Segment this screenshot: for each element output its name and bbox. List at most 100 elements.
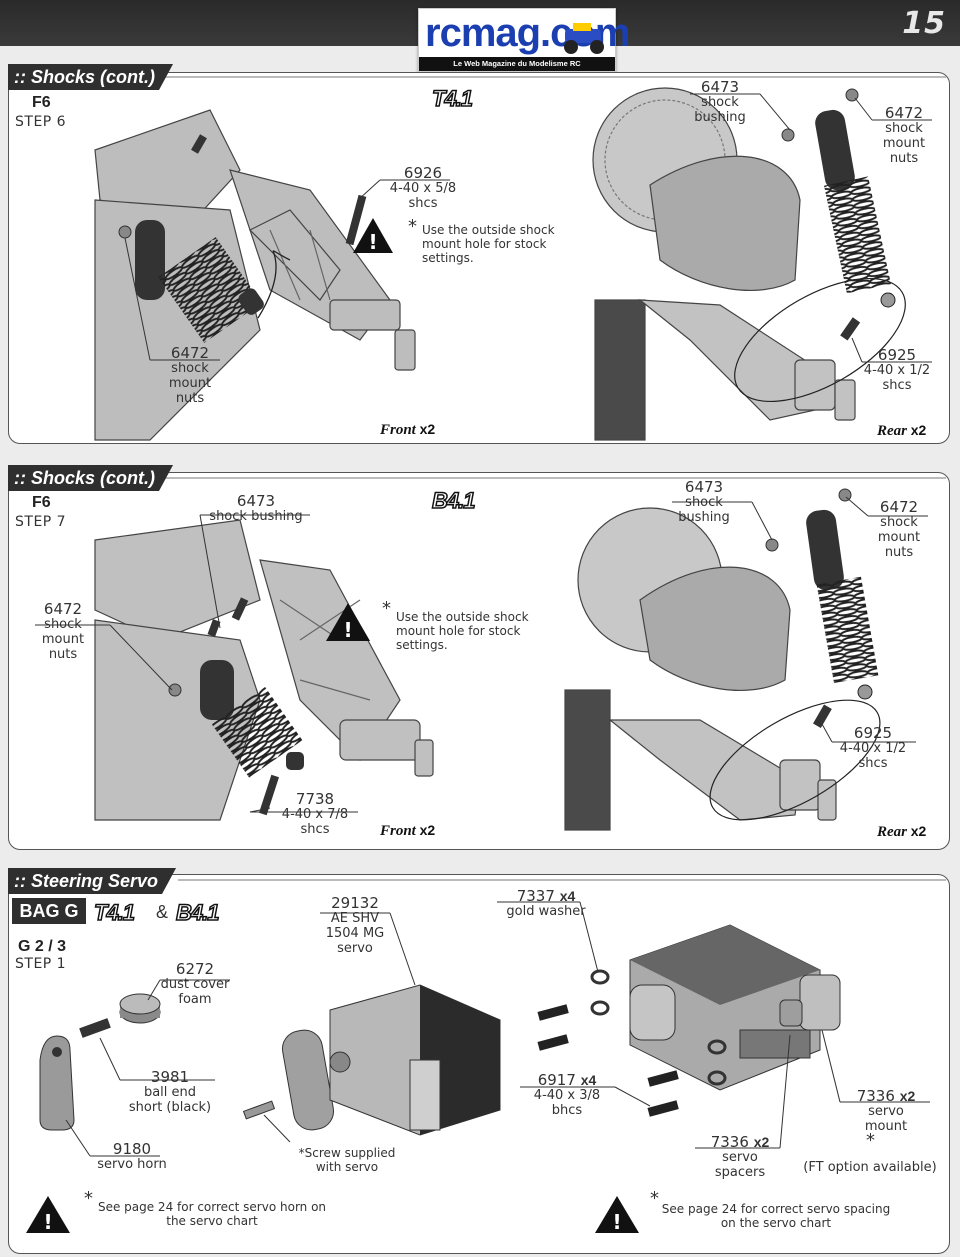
part-callout: 6473 shock bushing [200,492,312,525]
part-callout: 7336 x2 servo mount [836,1088,936,1134]
part-desc: 4-40 x 3/8 [533,1088,601,1103]
part-callout: 6472 shock mount nuts [140,344,240,407]
section-title: :: Shocks (cont.) [8,465,173,491]
asterisk: * [866,1130,875,1151]
part-callout: 7738 4-40 x 7/8 shcs [270,792,360,838]
part-callout: 6473 shock bushing [664,478,744,526]
warning-icon: ! [353,218,393,254]
part-desc: shcs [858,756,888,771]
part-desc: 4-40 x 1/2 [839,741,907,756]
part-number-with-qty: 7337 x4 [490,888,602,904]
part-desc: mount [864,1119,908,1134]
part-number-with-qty: 7336 x2 [690,1134,790,1150]
part-desc: shcs [882,378,912,393]
setup-note: Use the outside shock mount hole for sto… [422,223,555,265]
step-label: STEP 6 [15,114,67,130]
part-number: 6472 [170,344,210,362]
svg-text:!: ! [368,230,377,254]
part-desc: nuts [884,545,914,560]
part-number: 6917 [537,1071,576,1089]
part-number: 6473 [700,78,740,96]
part-callout: 6472 shock mount nuts [28,600,98,663]
part-number: 9180 [112,1140,152,1158]
servo-illustration [242,984,501,1136]
part-desc: mount [882,136,926,151]
rear-qty: Rear x2 [877,422,926,440]
servo-horn-illustration [39,1018,111,1131]
part-desc: nuts [889,151,919,166]
part-callout: 6926 4-40 x 5/8 shcs [378,166,468,212]
qty: x4 [559,888,576,904]
qty: x2 [910,823,927,839]
svg-text:!: ! [612,1210,621,1234]
part-number: 3981 [150,1068,190,1086]
part-number-with-qty: 6917 x4 [512,1072,622,1088]
part-desc: spacers [714,1165,766,1180]
part-number: 6925 [853,724,893,742]
part-desc: mount [877,530,921,545]
part-desc: shcs [408,196,438,211]
part-desc: shock [171,361,209,376]
front-shock-illustration [118,134,367,343]
part-number: 6472 [884,104,924,122]
part-callout: 6272 dust cover foam [150,962,240,1008]
model-badge: T4.1 [431,85,474,112]
section-title: :: Shocks (cont.) [8,64,173,90]
part-number: 6472 [43,600,83,618]
part-desc: 4-40 x 7/8 [281,807,349,822]
front-shock-illustration-b41 [168,597,304,816]
rear-qty: Rear x2 [877,823,926,841]
part-desc: shcs [300,822,330,837]
screws-and-washers-illustration [537,969,727,1117]
part-desc: bushing [678,510,730,525]
ampersand: & [156,902,169,922]
part-desc: nuts [48,647,78,662]
ft-note: (FT option available) [803,1160,937,1175]
rc-car-icon [564,23,604,54]
part-callout: 7336 x2 servo spacers [690,1134,790,1180]
svg-text:!: ! [343,618,352,642]
logo-tagline: Le Web Magazine du Modelisme RC [419,57,615,71]
part-number: 6473 [684,478,724,496]
part-desc: shock [885,121,923,136]
step-label: STEP 7 [15,514,67,530]
rear-suspension-illustration [592,87,856,441]
part-number: 29132 [331,894,379,912]
part-desc: servo horn [97,1157,167,1172]
part-callout: 3981 ball end short (black) [120,1068,220,1116]
step-code: G 2 / 3 [18,938,67,955]
part-callout: 6917 x4 4-40 x 3/8 bhcs [512,1072,622,1118]
front-qty: Front x2 [380,421,435,439]
screw-note: *Screw supplied with servo [298,1146,396,1174]
servo-mount-illustration [629,924,841,1091]
part-desc: foam [178,992,212,1007]
part-number-with-qty: 7336 x2 [836,1088,936,1104]
part-desc: mount [41,632,85,647]
asterisk: * [408,218,417,236]
part-desc: servo [722,1150,758,1165]
qty: x2 [899,1088,916,1104]
part-desc: shock [880,515,918,530]
part-number: 6473 [236,492,276,510]
part-desc: bhcs [551,1103,583,1118]
step-code: F6 [32,94,51,111]
qty: x4 [580,1072,597,1088]
qty: x2 [910,422,927,438]
part-desc: nuts [175,391,205,406]
warning-icon: ! [326,603,370,642]
part-callout: 7337 x4 gold washer [490,888,602,919]
model-badge: B4.1 [175,899,220,926]
section-title: :: Steering Servo [8,868,176,894]
asterisk: * [84,1188,93,1209]
part-desc: bushing [694,110,746,125]
step-label: STEP 1 [15,956,67,972]
setup-note: Use the outside shock mount hole for sto… [396,610,529,652]
site-logo[interactable]: rcmag.com Le Web Magazine du Modelisme R… [418,8,630,72]
part-desc: 1504 MG [325,926,385,941]
step-code: F6 [32,494,51,511]
rear-label: Rear [877,824,907,840]
part-desc: 4-40 x 1/2 [863,363,931,378]
dust-cover-foam-illustration [119,993,161,1024]
part-callout: 9180 servo horn [86,1140,178,1173]
part-callout: 6472 shock mount nuts [866,104,942,167]
